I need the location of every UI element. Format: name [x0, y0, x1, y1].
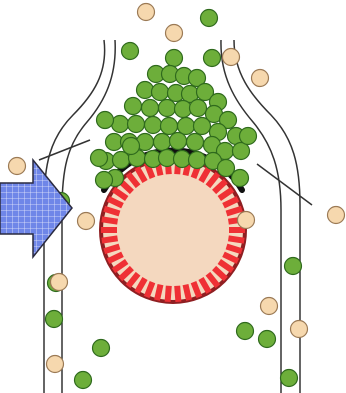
green-particle-38	[233, 143, 250, 160]
flow-arrow-shape	[0, 160, 72, 257]
green-particle-56	[93, 340, 110, 357]
green-particle-59	[259, 331, 276, 348]
beige-particle-12	[291, 321, 308, 338]
green-particle-17	[159, 100, 176, 117]
beige-particle-7	[261, 298, 278, 315]
beige-particle-9	[223, 49, 240, 66]
red-dash	[102, 238, 118, 240]
green-particle-15	[125, 98, 142, 115]
green-particle-2	[122, 43, 139, 60]
beige-particle-6	[51, 274, 68, 291]
green-particle-44	[174, 151, 191, 168]
green-particle-45	[189, 152, 206, 169]
green-particle-16	[142, 100, 159, 117]
red-dash	[157, 285, 161, 301]
left-diagonal-guide	[39, 140, 90, 160]
green-particle-3	[204, 50, 221, 67]
green-particle-24	[145, 117, 162, 134]
green-particle-1	[201, 10, 218, 27]
green-particle-62	[232, 170, 249, 187]
green-particle-22	[112, 116, 129, 133]
beige-particle-2	[9, 158, 26, 175]
green-particle-34	[170, 133, 187, 150]
right-diagonal-guide	[257, 164, 312, 205]
beige-particle-8	[47, 356, 64, 373]
green-particle-35	[187, 134, 204, 151]
right-arrow-icon	[0, 160, 72, 257]
green-particle-19	[190, 100, 207, 117]
green-particle-57	[75, 372, 92, 389]
beige-particle-3	[78, 213, 95, 230]
green-particle-60	[281, 370, 298, 387]
green-particle-51	[240, 128, 257, 145]
green-particle-23	[128, 116, 145, 133]
beige-particle-4	[238, 212, 255, 229]
red-dash	[186, 285, 190, 301]
green-particle-9	[137, 82, 154, 99]
green-particle-49	[96, 172, 113, 189]
green-particle-61	[285, 258, 302, 275]
green-particle-33	[154, 134, 171, 151]
green-particle-43	[159, 150, 176, 167]
red-dash	[102, 219, 118, 221]
green-particle-18	[175, 101, 192, 118]
green-particle-26	[178, 118, 195, 135]
green-particle-63	[123, 138, 140, 155]
beige-particle-11	[138, 4, 155, 21]
green-particle-52	[97, 112, 114, 129]
red-dash	[168, 286, 169, 302]
beige-particle-1	[166, 25, 183, 42]
green-particle-4	[166, 50, 183, 67]
red-dash	[228, 238, 244, 240]
green-particle-10	[152, 84, 169, 101]
beige-particle-10	[252, 70, 269, 87]
beige-particle-5	[328, 207, 345, 224]
green-particle-27	[194, 118, 211, 135]
green-particle-55	[46, 311, 63, 328]
green-particle-58	[237, 323, 254, 340]
red-dash	[177, 286, 178, 302]
green-particle-25	[161, 118, 178, 135]
green-particle-50	[91, 150, 108, 167]
